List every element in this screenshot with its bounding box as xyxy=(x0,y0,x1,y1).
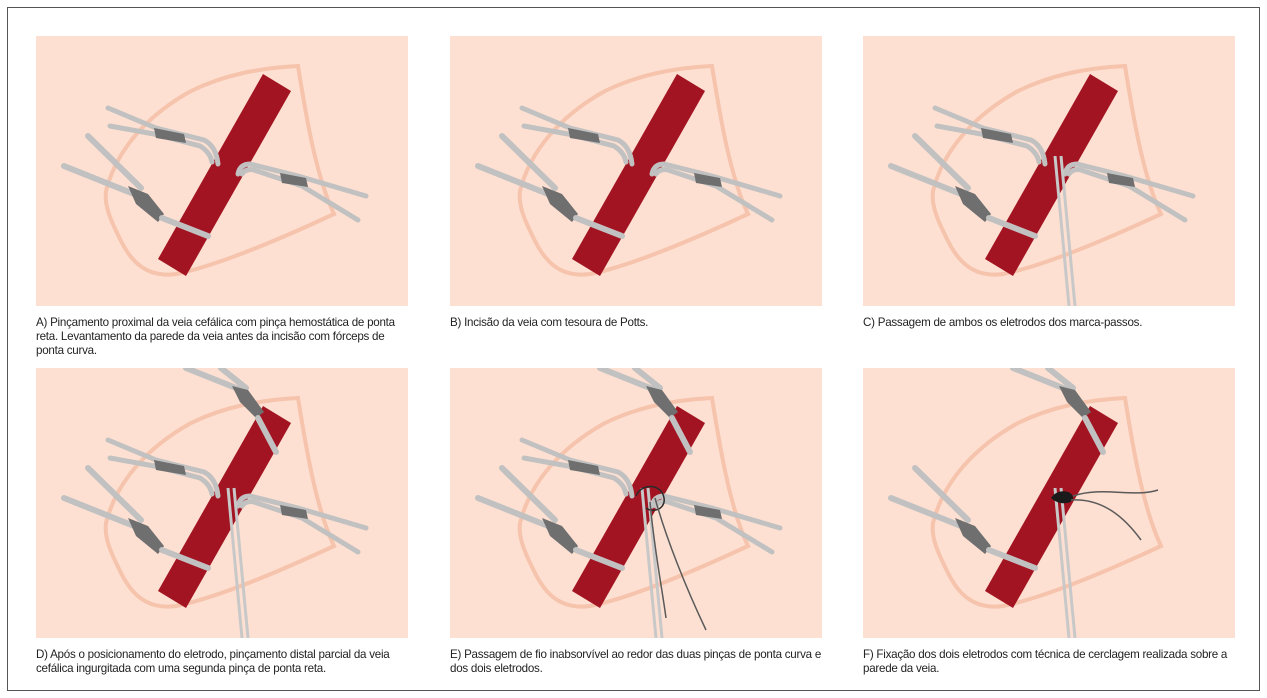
caption-e: E) Passagem de fio inabsorvível ao redor… xyxy=(450,648,822,676)
caption-a: A) Pinçamento proximal da veia cefálica … xyxy=(36,316,408,358)
panel-c: C) Passagem de ambos os eletrodos dos ma… xyxy=(863,36,1235,330)
illustration-c xyxy=(863,36,1235,306)
caption-d: D) Após o posicionamento do eletrodo, pi… xyxy=(36,648,408,676)
caption-b: B) Incisão da veia com tesoura de Potts. xyxy=(450,316,822,330)
illustration-a xyxy=(36,36,408,306)
panel-a: A) Pinçamento proximal da veia cefálica … xyxy=(36,36,408,358)
caption-f: F) Fixação dos dois eletrodos com técnic… xyxy=(863,648,1235,676)
panel-d: D) Após o posicionamento do eletrodo, pi… xyxy=(36,368,408,676)
illustration-b xyxy=(450,36,822,306)
illustration-d xyxy=(36,368,408,638)
illustration-f xyxy=(863,368,1235,638)
illustration-e xyxy=(450,368,822,638)
caption-c: C) Passagem de ambos os eletrodos dos ma… xyxy=(863,316,1235,330)
panel-e: E) Passagem de fio inabsorvível ao redor… xyxy=(450,368,822,676)
panel-f: F) Fixação dos dois eletrodos com técnic… xyxy=(863,368,1235,676)
panel-b: B) Incisão da veia com tesoura de Potts. xyxy=(450,36,822,330)
figure-frame: A) Pinçamento proximal da veia cefálica … xyxy=(7,7,1260,691)
